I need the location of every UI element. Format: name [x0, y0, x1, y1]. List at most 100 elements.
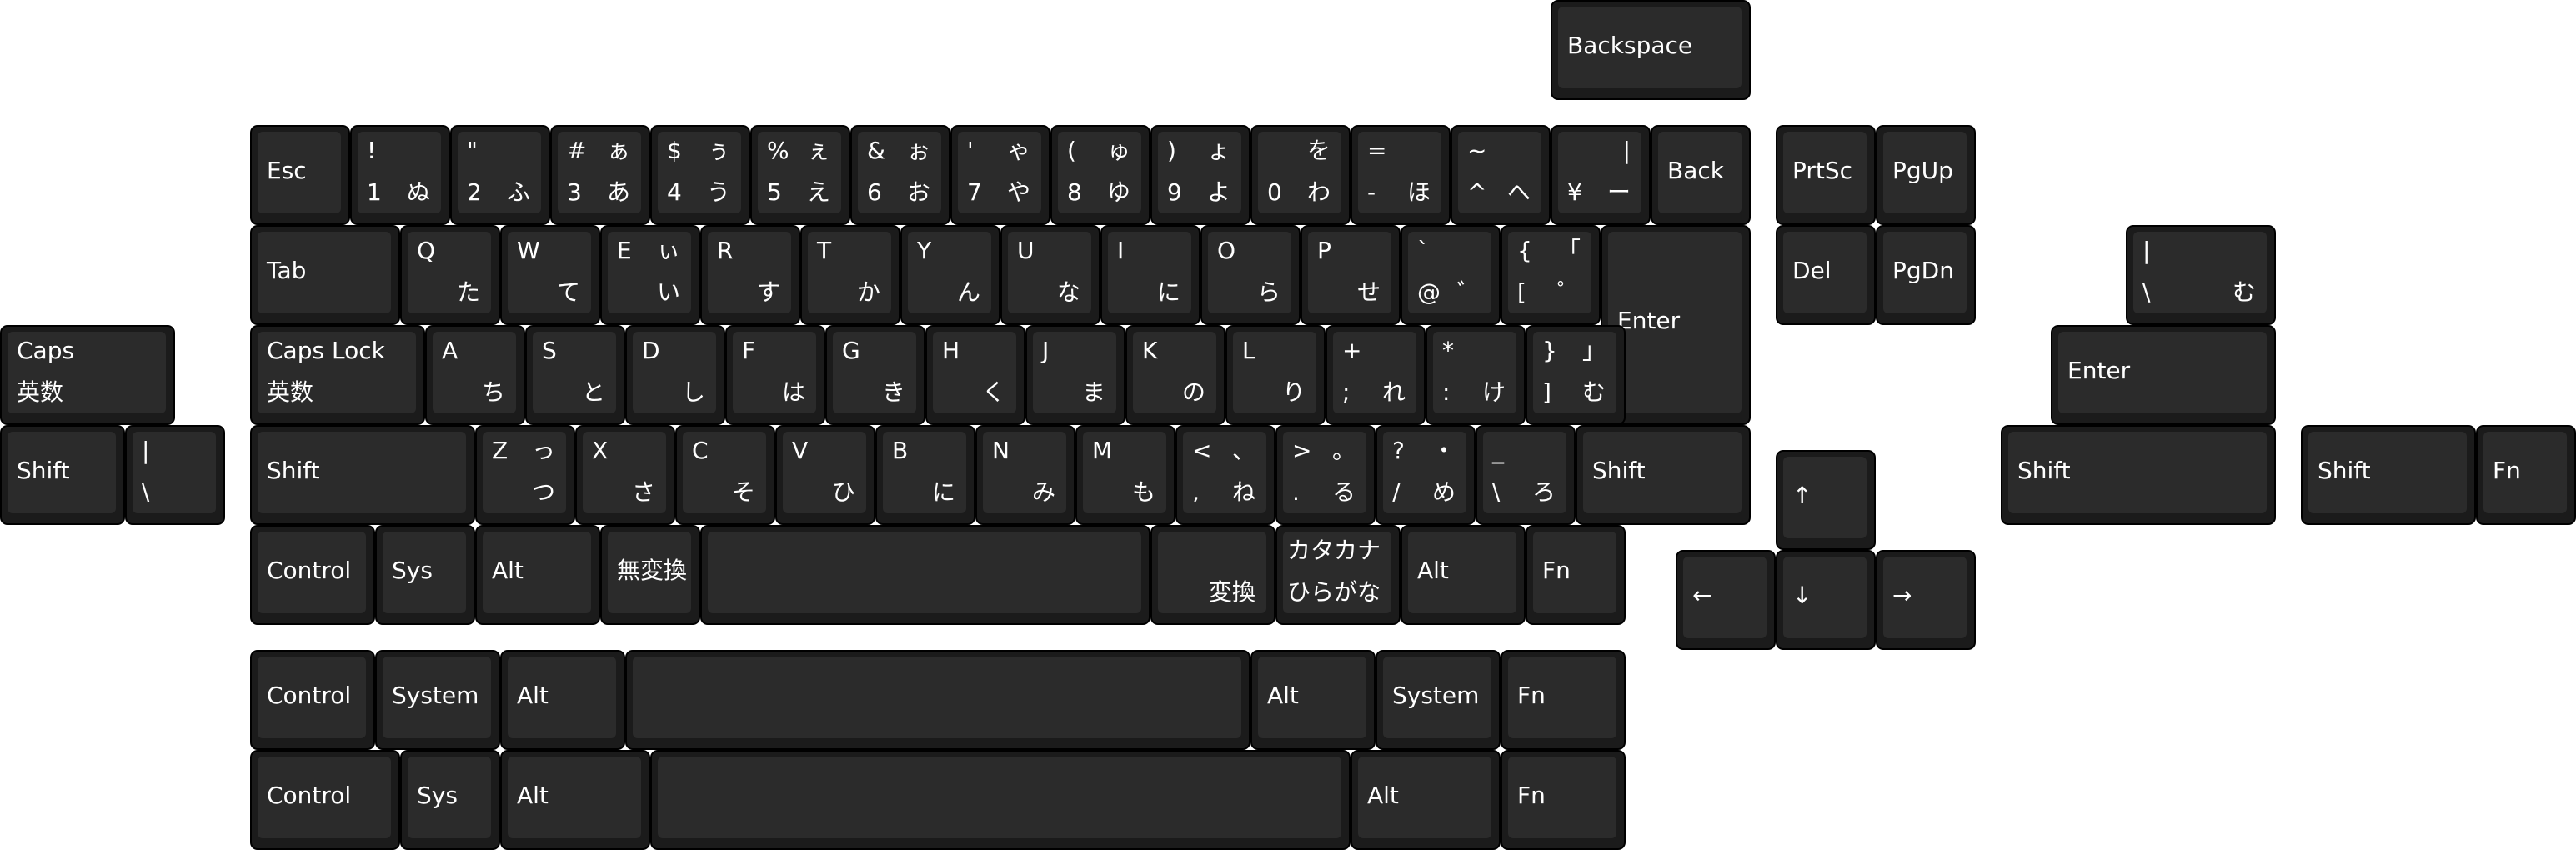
key-legend: た — [456, 278, 480, 306]
keycap-top — [258, 232, 391, 313]
keycap-top — [1158, 532, 1266, 613]
key-legend: * — [1442, 337, 1454, 364]
key-legend: ー — [1606, 178, 1631, 206]
keycap-top — [1658, 132, 1742, 213]
key-legend: Control — [267, 557, 352, 584]
key-alt-alt1-right: Alt — [1250, 650, 1376, 750]
key-legend: \ — [142, 478, 150, 506]
keycap-top — [533, 332, 616, 413]
key-bracket-open: {「[゜ — [1501, 225, 1601, 325]
key-legend: Sys — [417, 782, 458, 809]
key-legend: & — [867, 137, 885, 164]
key-colon: *:け — [1426, 325, 1526, 425]
key-legend: か — [856, 278, 880, 306]
key-legend: Fn — [1542, 557, 1571, 584]
key-legend: Y — [917, 237, 932, 264]
key-legend: よ — [1206, 178, 1230, 206]
key-legend: Enter — [2067, 357, 2131, 384]
key-legend: み — [1031, 478, 1055, 506]
keycap-top — [1408, 232, 1491, 313]
key-legend: 無変換 — [617, 557, 688, 584]
key-legend: Shift — [2318, 457, 2371, 484]
key-legend: ぁ — [606, 137, 630, 164]
key-legend: PgUp — [1892, 157, 1953, 184]
keycap-top — [1408, 532, 1516, 613]
keycap-top — [1508, 657, 1616, 738]
key-legend: ^ — [1467, 178, 1487, 206]
key-legend: Caps Lock — [267, 337, 385, 364]
key-esc: Esc — [250, 125, 350, 225]
key-legend: \ — [1492, 478, 1501, 506]
keycap-top — [833, 332, 916, 413]
key-sys-jis: Sys — [375, 525, 475, 625]
key-legend: ' — [967, 137, 974, 164]
keycap-top — [1383, 657, 1491, 738]
key-legend: Tab — [267, 257, 307, 284]
keycap-top — [1308, 232, 1391, 313]
key-legend: @ — [1417, 278, 1441, 306]
key-legend: れ — [1381, 378, 1406, 406]
key-period: >。.る — [1275, 425, 1376, 525]
key-alt-alt2-right: Alt — [1351, 750, 1501, 850]
key-legend: { — [1517, 237, 1532, 264]
key-arrow-right: → — [1876, 550, 1976, 650]
keycap-top — [358, 132, 441, 213]
key-legend: Alt — [1417, 557, 1449, 584]
key-legend: き — [881, 378, 905, 406]
key-legend: 変換 — [1208, 578, 1255, 606]
key-legend: ぅ — [706, 137, 730, 164]
key-legend: に — [931, 478, 955, 506]
key-legend: Sys — [392, 557, 433, 584]
key-legend: Back — [1667, 157, 1724, 184]
keycap-top — [8, 332, 166, 413]
key-legend: し — [681, 378, 705, 406]
keycap-top — [558, 132, 641, 213]
keycap-top — [2058, 332, 2267, 413]
key-legend: む — [1581, 378, 1606, 406]
key-legend: U — [1017, 237, 1035, 264]
key-legend: む — [2232, 278, 2256, 306]
key-legend: ↓ — [1792, 582, 1812, 609]
key-legend: T — [817, 237, 832, 264]
keycap-top — [408, 232, 491, 313]
keycap-top — [908, 232, 991, 313]
keycap-top — [508, 232, 591, 313]
key-legend: や — [1006, 178, 1030, 206]
keycap-top — [458, 132, 541, 213]
key-legend: ; — [1342, 378, 1351, 406]
keycap-top — [1783, 132, 1867, 213]
key-legend: い — [656, 278, 680, 306]
keycap-top — [658, 757, 1341, 838]
key-space-jis — [700, 525, 1150, 625]
key-legend: 7 — [967, 178, 982, 206]
key-legend: ろ — [1531, 478, 1556, 506]
keycap-top — [758, 132, 841, 213]
key-legend: ひらがな — [1286, 578, 1381, 606]
keycap-top — [483, 532, 591, 613]
keycap-top — [958, 132, 1041, 213]
key-underscore: _\ろ — [1476, 425, 1576, 525]
keycap-top — [1883, 132, 1967, 213]
key-legend: る — [1331, 478, 1356, 506]
key-legend: C — [692, 437, 709, 464]
key-legend: V — [792, 437, 809, 464]
key-legend: / — [1392, 478, 1401, 506]
key-control-jis: Control — [250, 525, 375, 625]
keycap-top — [633, 332, 716, 413]
keycap-top — [583, 432, 666, 513]
key-legend: [ — [1517, 278, 1526, 306]
key-legend: あ — [606, 178, 630, 206]
key-legend: へ — [1506, 178, 1531, 206]
